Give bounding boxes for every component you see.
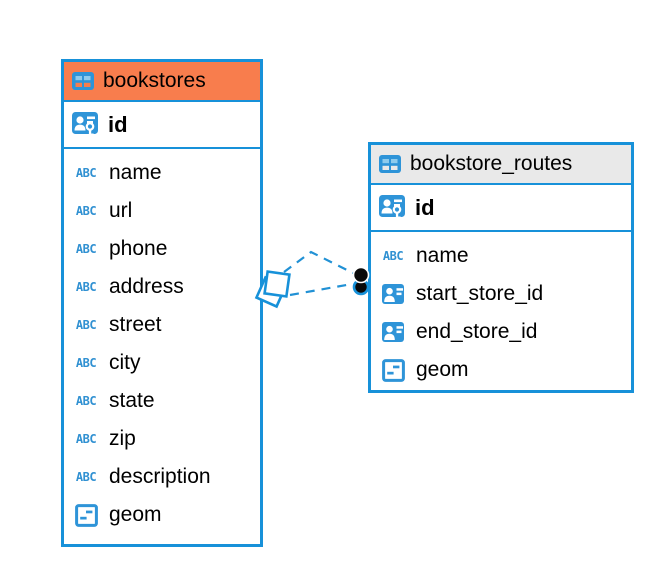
field-name: city <box>109 351 141 374</box>
field-row[interactable]: ABC name <box>64 154 260 192</box>
text-type-icon: ABC <box>75 470 97 484</box>
bookstores-fields-list: ABC name ABC url ABC <box>64 149 260 544</box>
field-name: name <box>109 161 162 184</box>
text-type-icon: ABC <box>75 166 97 180</box>
text-type-icon: ABC <box>75 242 97 256</box>
field-row[interactable]: ABC description <box>64 458 260 496</box>
field-row[interactable]: ABC name <box>371 237 631 275</box>
reference-type-icon <box>378 283 408 305</box>
reference-type-icon <box>378 321 408 343</box>
table-icon <box>72 72 94 90</box>
pk-endpoint-dot[interactable] <box>352 266 370 296</box>
primary-key-name: id <box>415 194 435 220</box>
text-type-icon: ABC <box>75 356 97 370</box>
table-name: bookstore_routes <box>410 152 573 175</box>
field-name: url <box>109 199 133 222</box>
primary-key-icon <box>70 110 100 139</box>
geometry-type-icon <box>71 503 101 527</box>
text-type-icon: ABC <box>75 280 97 294</box>
primary-key-row[interactable]: id <box>64 102 260 149</box>
field-row[interactable]: ABC zip <box>64 420 260 458</box>
field-name: description <box>109 465 211 488</box>
field-row[interactable]: ABC phone <box>64 230 260 268</box>
text-type-icon: ABC <box>75 318 97 332</box>
primary-key-row[interactable]: id <box>371 185 631 232</box>
field-name: end_store_id <box>416 320 538 343</box>
table-bookstore-routes[interactable]: bookstore_routes id <box>368 142 634 393</box>
relationship-line-end-store[interactable] <box>283 250 354 274</box>
text-type-icon: ABC <box>75 432 97 446</box>
field-name: address <box>109 275 184 298</box>
text-type-icon: ABC <box>382 249 404 263</box>
field-row[interactable]: ABC street <box>64 306 260 344</box>
field-row[interactable]: end_store_id <box>371 313 631 351</box>
table-icon <box>379 155 401 173</box>
field-row[interactable]: ABC url <box>64 192 260 230</box>
field-name: geom <box>416 358 469 381</box>
primary-key-icon <box>377 193 407 222</box>
field-name: zip <box>109 427 136 450</box>
table-bookstores-header[interactable]: bookstores <box>64 62 260 102</box>
field-row[interactable]: geom <box>371 351 631 389</box>
field-name: geom <box>109 503 162 526</box>
field-row[interactable]: ABC city <box>64 344 260 382</box>
table-name: bookstores <box>103 69 206 92</box>
table-bookstores[interactable]: bookstores id ABC <box>61 59 263 547</box>
field-name: name <box>416 244 469 267</box>
field-row[interactable]: ABC state <box>64 382 260 420</box>
table-bookstore-routes-header[interactable]: bookstore_routes <box>371 145 631 185</box>
text-type-icon: ABC <box>75 204 97 218</box>
field-row[interactable]: geom <box>64 496 260 534</box>
field-name: state <box>109 389 155 412</box>
field-row[interactable]: start_store_id <box>371 275 631 313</box>
bookstore-routes-fields-list: ABC name <box>371 232 631 390</box>
field-row[interactable]: ABC address <box>64 268 260 306</box>
relationship-line-start-store[interactable] <box>289 282 353 297</box>
geometry-type-icon <box>378 358 408 382</box>
primary-key-name: id <box>108 111 128 137</box>
text-type-icon: ABC <box>75 394 97 408</box>
field-name: street <box>109 313 162 336</box>
field-name: phone <box>109 237 168 260</box>
field-name: start_store_id <box>416 282 544 305</box>
